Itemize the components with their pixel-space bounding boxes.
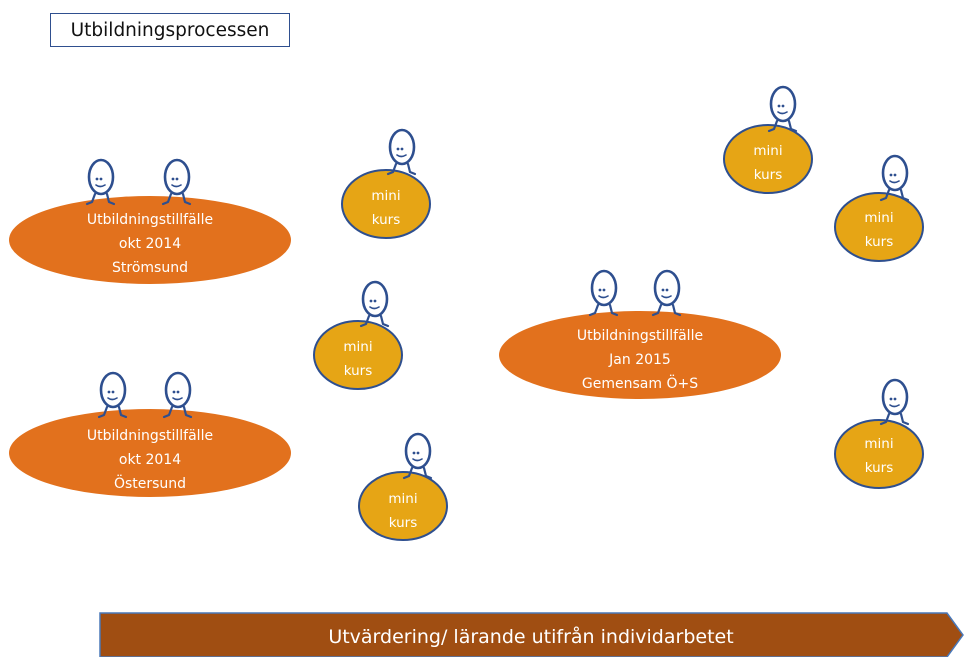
minikurs-line1: mini <box>388 491 417 507</box>
event-line2: Jan 2015 <box>608 352 671 368</box>
minikurs-line2: kurs <box>389 515 418 531</box>
event-line1: Utbildningstillfälle <box>87 428 213 444</box>
minikurs-line2: kurs <box>344 363 373 379</box>
event-line2: okt 2014 <box>119 452 181 468</box>
page-title: Utbildningsprocessen <box>50 13 290 47</box>
event-ostersund: Utbildningstillfälle okt 2014 Östersund <box>9 371 291 497</box>
minikurs-5: mini kurs <box>834 154 924 262</box>
minikurs-line2: kurs <box>865 234 894 250</box>
minikurs-line2: kurs <box>754 167 783 183</box>
event-line1: Utbildningstillfälle <box>577 328 703 344</box>
evaluation-arrow: Utvärdering/ lärande utifrån individarbe… <box>99 612 964 657</box>
minikurs-line1: mini <box>371 188 400 204</box>
minikurs-4: mini kurs <box>723 85 813 194</box>
event-line3: Gemensam Ö+S <box>582 374 698 392</box>
egg-person-icon <box>879 378 910 426</box>
egg-person-icon <box>359 280 390 328</box>
arrow-label: Utvärdering/ lärande utifrån individarbe… <box>328 625 733 648</box>
minikurs-1: mini kurs <box>341 128 431 239</box>
minikurs-line2: kurs <box>865 460 894 476</box>
event-line3: Strömsund <box>112 260 188 276</box>
event-stromsund: Utbildningstillfälle okt 2014 Strömsund <box>9 158 291 284</box>
egg-person-icon <box>588 269 619 317</box>
egg-person-icon <box>651 269 682 317</box>
egg-person-icon <box>85 158 116 206</box>
minikurs-line1: mini <box>864 436 893 452</box>
event-line1: Utbildningstillfälle <box>87 212 213 228</box>
minikurs-line1: mini <box>753 143 782 159</box>
egg-person-icon <box>386 128 417 176</box>
minikurs-6: mini kurs <box>834 378 924 489</box>
event-line2: okt 2014 <box>119 236 181 252</box>
minikurs-line2: kurs <box>372 212 401 228</box>
minikurs-3: mini kurs <box>358 432 448 541</box>
minikurs-line1: mini <box>343 339 372 355</box>
event-line3: Östersund <box>114 474 186 492</box>
minikurs-2: mini kurs <box>313 280 403 390</box>
event-gemensam: Utbildningstillfälle Jan 2015 Gemensam Ö… <box>499 269 781 399</box>
minikurs-line1: mini <box>864 210 893 226</box>
